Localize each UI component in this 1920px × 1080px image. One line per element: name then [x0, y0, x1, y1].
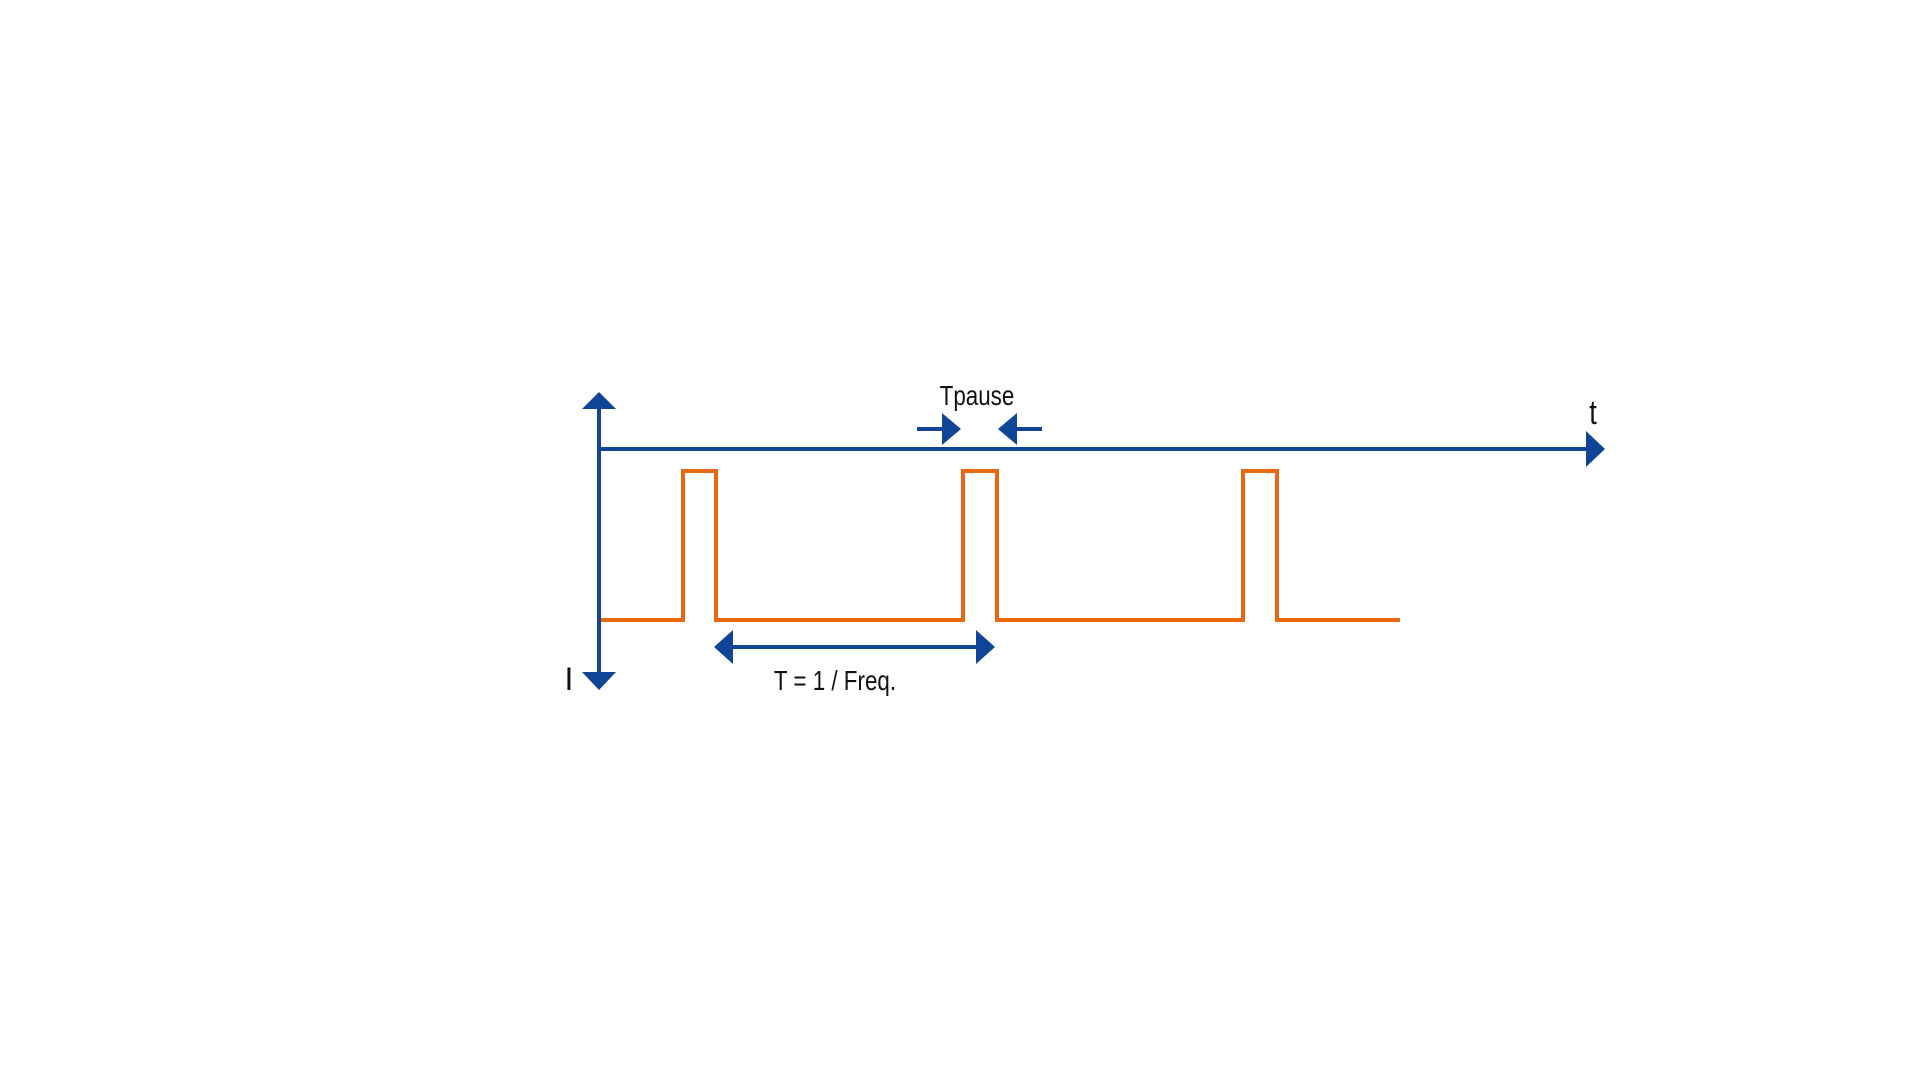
current-axis-label: I: [565, 661, 574, 697]
period-arrow: [714, 630, 995, 664]
pause-label: Tpause: [940, 381, 1015, 412]
pulse-signal: [601, 469, 1400, 622]
arrow-up-icon: [582, 392, 616, 409]
pause-markers: [917, 413, 1042, 445]
time-axis: [599, 431, 1605, 467]
arrow-left-icon: [998, 413, 1017, 445]
arrow-right-icon: [942, 413, 961, 445]
arrow-down-icon: [582, 672, 616, 690]
current-axis: [582, 392, 616, 690]
time-axis-label: t: [1589, 393, 1597, 432]
period-label: T = 1 / Freq.: [774, 666, 896, 697]
arrow-right-icon: [1586, 431, 1605, 467]
arrow-right-icon: [976, 630, 995, 664]
arrow-left-icon: [714, 630, 733, 664]
